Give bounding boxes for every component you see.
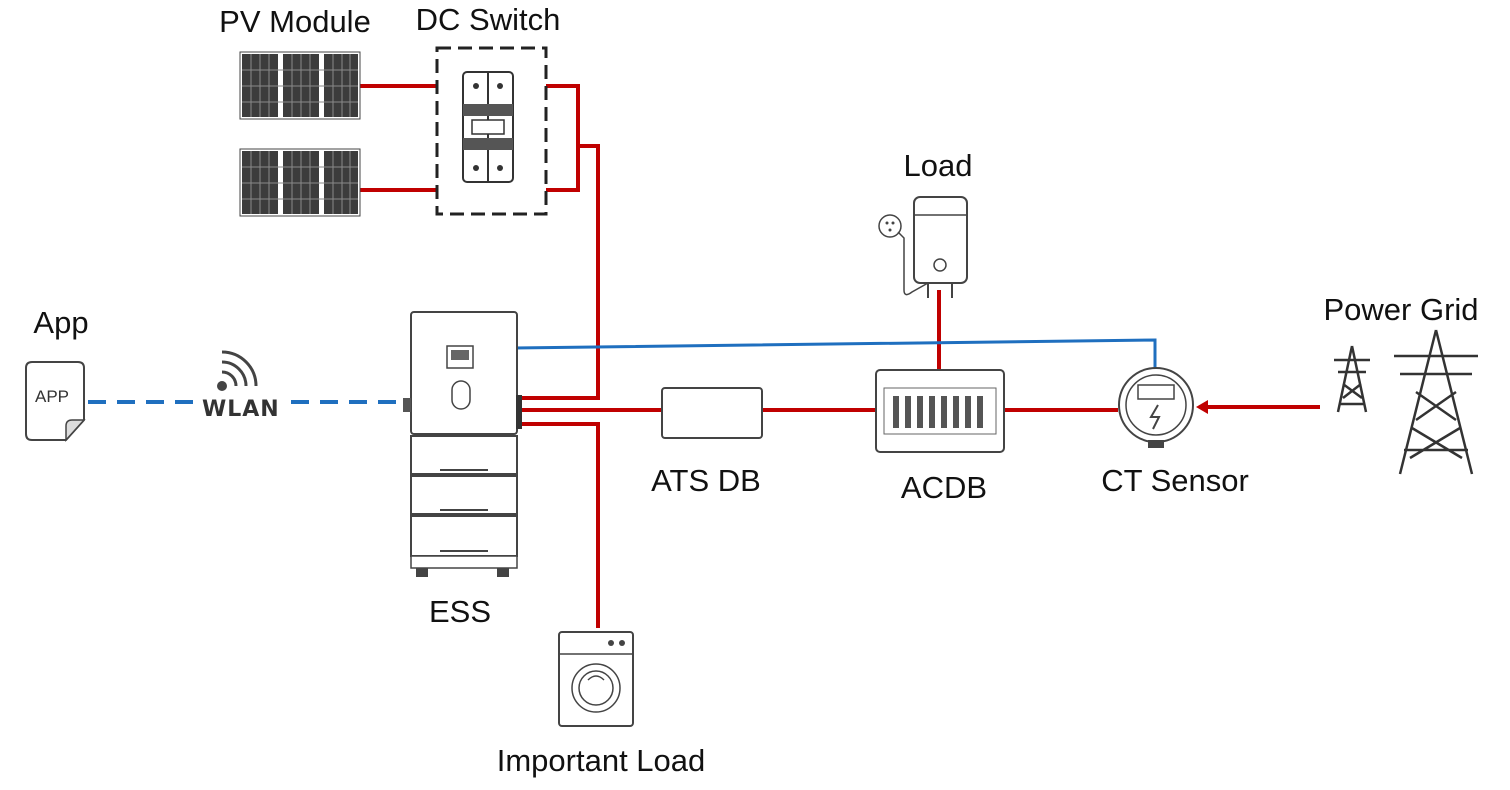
load-label: Load	[904, 148, 973, 183]
important-load-label: Important Load	[497, 743, 706, 778]
ct-sensor-device	[1118, 367, 1194, 448]
app-label: App	[33, 305, 88, 340]
acdb-panel	[875, 369, 1005, 453]
acdb-label: ACDB	[901, 470, 987, 505]
wire-dc-ess	[518, 144, 600, 400]
power-grid-towers	[1334, 329, 1478, 475]
power-grid-label: Power Grid	[1323, 292, 1478, 327]
wlan-label: WLAN	[202, 397, 280, 422]
ct-sensor-label: CT Sensor	[1101, 463, 1249, 498]
wire-ess-important-load	[518, 422, 600, 628]
important-load-washer	[558, 631, 634, 727]
grid-arrowhead	[1196, 400, 1208, 414]
wlan-label-background	[200, 392, 288, 420]
pv-module-label: PV Module	[219, 4, 371, 39]
wire-ct-signal	[513, 338, 1157, 368]
dc-switch	[435, 46, 548, 216]
dc-switch-label: DC Switch	[416, 2, 561, 37]
ess-unit	[403, 311, 522, 577]
pv-module-bottom	[239, 148, 361, 217]
ess-label: ESS	[429, 594, 491, 629]
power-wires	[360, 84, 1320, 628]
app-icon-text: APP	[35, 387, 69, 406]
ats-db-box	[661, 387, 763, 439]
load-water-heater	[878, 196, 968, 298]
app-document-icon[interactable]: APP	[25, 361, 86, 442]
wire-dc-out	[546, 84, 580, 192]
pv-module-top	[239, 51, 361, 120]
wifi-icon	[217, 350, 258, 391]
ats-db-label: ATS DB	[651, 463, 761, 498]
